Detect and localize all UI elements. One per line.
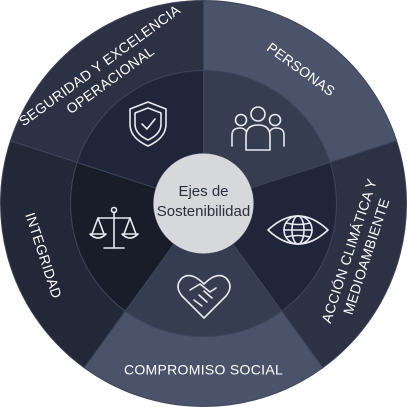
segment-label-compromiso-social: COMPROMISO SOCIAL (124, 362, 283, 378)
center-title-line2: Sostenibilidad (157, 203, 250, 220)
center-circle (153, 153, 254, 254)
center-title-line1: Ejes de (178, 183, 228, 200)
segment-icons (89, 101, 329, 319)
eye-globe-icon (267, 215, 329, 245)
shield-check-icon (129, 101, 167, 147)
heart-handshake-icon (177, 274, 231, 319)
segment-label-line: COMPROMISO SOCIAL (124, 362, 283, 378)
scales-icon (89, 206, 139, 249)
center-hub: Ejes de Sostenibilidad (153, 153, 254, 254)
inner-ring (70, 69, 337, 337)
people-icon (231, 106, 285, 151)
